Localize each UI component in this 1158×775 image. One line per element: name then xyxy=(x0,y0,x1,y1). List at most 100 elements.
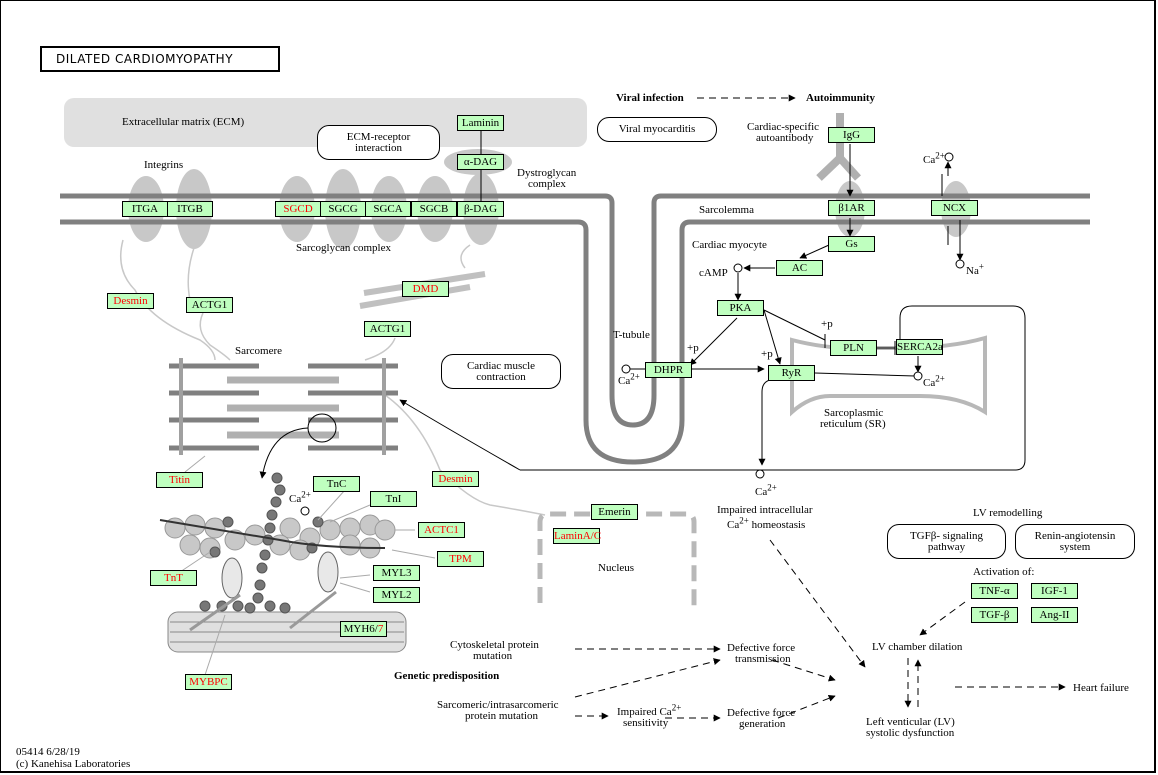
gene-myl2[interactable]: MYL2 xyxy=(373,587,420,603)
ca-label-dhpr: Ca2+ xyxy=(618,371,640,387)
cytoskeletal-label-2: mutation xyxy=(473,650,513,662)
gene-tnt[interactable]: TnT xyxy=(150,570,197,586)
gene-sgca[interactable]: SGCA xyxy=(365,201,411,217)
gene-lamin-ac[interactable]: LaminA/C xyxy=(553,528,602,544)
sarcolemma-membrane xyxy=(60,193,1090,465)
ca-label-ncx: Ca2+ xyxy=(923,150,945,166)
gene-desmin-1[interactable]: Desmin xyxy=(107,293,154,309)
sarcolemma-label: Sarcolemma xyxy=(699,204,754,216)
phospho-label-ryr: +p xyxy=(761,348,773,360)
gene-beta1ar[interactable]: β1AR xyxy=(828,200,875,216)
lv-dilation-label: LV chamber dilation xyxy=(872,641,963,653)
ecm-label: Extracellular matrix (ECM) xyxy=(122,116,245,128)
integrins-label: Integrins xyxy=(144,159,184,171)
lv-remodelling-label: LV remodelling xyxy=(973,507,1043,519)
defective-generation-label-1: Defective force xyxy=(727,707,796,719)
gene-emerin[interactable]: Emerin xyxy=(591,504,638,520)
sr-label-1: Sarcoplasmic xyxy=(824,407,884,419)
camp-label: cAMP xyxy=(699,267,728,279)
ca-label-serca: Ca2+ xyxy=(923,373,945,389)
gene-itga[interactable]: ITGA xyxy=(122,201,168,217)
gene-itgb[interactable]: ITGB xyxy=(167,201,213,217)
gene-igf1[interactable]: IGF-1 xyxy=(1031,583,1078,599)
dystroglycan-label-2: complex xyxy=(528,178,566,190)
sarcomere-graphic xyxy=(169,358,398,479)
sarcomeric-label-1: Sarcomeric/intrasarcomeric xyxy=(437,699,559,711)
gene-gs[interactable]: Gs xyxy=(828,236,875,252)
phospho-label-dhpr: +p xyxy=(687,342,699,354)
genetic-predisposition-label: Genetic predisposition xyxy=(394,670,500,682)
map-id-date: 05414 6/28/19 xyxy=(16,746,80,758)
dystroglycan-label-1: Dystroglycan xyxy=(517,167,577,179)
gene-actc1[interactable]: ACTC1 xyxy=(418,522,465,538)
cardiac-myocyte-label: Cardiac myocyte xyxy=(692,239,767,251)
nucleus-label: Nucleus xyxy=(598,562,635,574)
gene-alpha-dag[interactable]: α-DAG xyxy=(457,154,504,170)
ca-label-cytosol: Ca2+ xyxy=(755,482,777,498)
gene-tnc[interactable]: TnC xyxy=(313,476,360,492)
gene-ang2[interactable]: Ang-II xyxy=(1031,607,1078,623)
viral-infection-label: Viral infection xyxy=(616,92,684,104)
gene-pka[interactable]: PKA xyxy=(717,300,764,316)
ttubule-label: T-tubule xyxy=(613,329,650,341)
gene-dhpr[interactable]: DHPR xyxy=(645,362,692,378)
gene-sgcb[interactable]: SGCB xyxy=(411,201,457,217)
cell-compartment-line xyxy=(520,305,1026,471)
phospho-label-pln: +p xyxy=(821,318,833,330)
gene-sgcg[interactable]: SGCG xyxy=(320,201,366,217)
defective-transmission-label-2: transmission xyxy=(735,653,791,665)
gene-beta-dag[interactable]: β-DAG xyxy=(457,201,504,217)
gene-tni[interactable]: TnI xyxy=(370,491,417,507)
gene-sgcd[interactable]: SGCD xyxy=(275,201,321,217)
cardiac-specific-label-2: autoantibody xyxy=(756,132,814,144)
gene-myl3[interactable]: MYL3 xyxy=(373,565,420,581)
gene-myh6-7[interactable]: MYH6/7 xyxy=(340,621,387,637)
small-molecules xyxy=(300,152,965,516)
gene-dmd[interactable]: DMD xyxy=(402,281,449,297)
arrow-to-contraction xyxy=(399,399,521,471)
heart-failure-label: Heart failure xyxy=(1073,682,1129,694)
gene-ncx[interactable]: NCX xyxy=(931,200,978,216)
autoimmunity-label: Autoimmunity xyxy=(806,92,876,104)
defective-transmission-label-1: Defective force xyxy=(727,642,796,654)
sr-label-2: reticulum (SR) xyxy=(820,418,886,430)
page-title: DILATED CARDIOMYOPATHY xyxy=(40,46,280,72)
gene-mybpc[interactable]: MYBPC xyxy=(185,674,232,690)
ca-label-tnc: Ca2+ xyxy=(289,489,311,505)
nucleus-envelope xyxy=(537,511,697,606)
connector-curves xyxy=(120,239,546,516)
impaired-sensitivity-label-2: sensitivity xyxy=(623,717,669,729)
gene-actg1-2[interactable]: ACTG1 xyxy=(364,321,411,337)
gene-tgf-beta[interactable]: TGF-β xyxy=(971,607,1018,623)
lv-dysfunction-label-2: systolic dysfunction xyxy=(866,727,955,739)
sarcomeric-label-2: protein mutation xyxy=(465,710,539,722)
antibody-shape xyxy=(816,113,861,181)
gene-laminin[interactable]: Laminin xyxy=(457,115,504,131)
na-label: Na+ xyxy=(966,261,984,277)
cytoskeletal-label-1: Cytoskeletal protein xyxy=(450,639,539,651)
gene-pln[interactable]: PLN xyxy=(830,340,877,356)
gene-actg1-1[interactable]: ACTG1 xyxy=(186,297,233,313)
gene-desmin-2[interactable]: Desmin xyxy=(432,471,479,487)
signaling-edges xyxy=(480,131,964,466)
gene-titin[interactable]: Titin xyxy=(156,472,203,488)
sarcomere-label: Sarcomere xyxy=(235,345,283,357)
gene-tnf-alpha[interactable]: TNF-α xyxy=(971,583,1018,599)
disease-edges xyxy=(574,94,1066,722)
gene-igg[interactable]: IgG xyxy=(828,127,875,143)
activation-of-label: Activation of: xyxy=(973,566,1035,578)
gene-tpm[interactable]: TPM xyxy=(437,551,484,567)
gene-ryr[interactable]: RyR xyxy=(768,365,815,381)
impaired-ca-label-2: Ca2+ homeostasis xyxy=(727,515,806,531)
copyright: (c) Kanehisa Laboratories xyxy=(16,758,131,770)
gene-ac[interactable]: AC xyxy=(776,260,823,276)
sarcoglycan-label: Sarcoglycan complex xyxy=(296,242,391,254)
gene-serca2a[interactable]: SERCA2a xyxy=(896,339,943,355)
pathway-viral-myocarditis[interactable]: Viral myocarditis xyxy=(597,117,717,142)
